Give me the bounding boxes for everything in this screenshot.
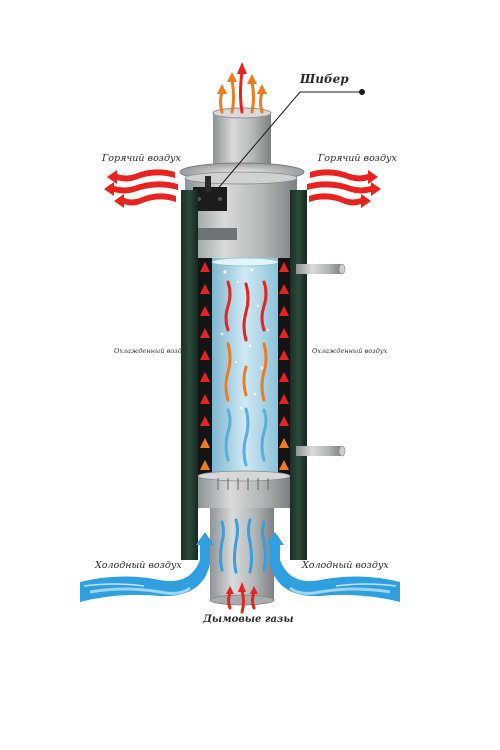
hot-air-arrows-left <box>104 169 178 208</box>
outer-shell-right <box>290 190 307 560</box>
lower-side-pipe <box>296 446 342 456</box>
channel-arrows-right <box>279 262 289 470</box>
upper-pipe-end <box>338 263 346 275</box>
upper-slot <box>197 228 237 240</box>
top-pipe <box>213 113 271 171</box>
cold-air-wave-left <box>80 532 214 602</box>
damper-label: Шибер <box>300 72 349 86</box>
water-surface <box>211 257 279 267</box>
air-channel-left <box>198 258 212 476</box>
damper-leader-line <box>214 91 362 193</box>
cold-air-wave-right <box>266 532 400 602</box>
damper-plate <box>205 176 211 192</box>
lower-collar-edge <box>197 470 291 482</box>
collar-top-edge <box>184 171 298 185</box>
flue-gas-arrows <box>226 582 258 614</box>
upper-side-pipe <box>296 264 342 274</box>
hot-air-arrows-right <box>307 169 381 208</box>
grate <box>217 478 269 490</box>
exhaust-arrows-top <box>217 62 267 114</box>
cold-air-label-right: Холодный воздух <box>302 560 389 571</box>
channel-arrows-left <box>200 262 210 470</box>
cold-intake-arrows-center <box>219 518 267 574</box>
hot-air-label-right: Горячий воздух <box>318 153 397 164</box>
lower-pipe-end <box>338 445 346 457</box>
damper-leader-dot <box>359 89 365 95</box>
tank-flow-arrows <box>224 280 268 467</box>
outer-shell-left <box>181 190 198 560</box>
cold-air-label-left: Холодный воздух <box>95 560 182 571</box>
flue-gases-label: Дымовые газы <box>203 614 294 625</box>
cooled-air-label-right: Охлажденный воздух <box>312 347 388 355</box>
damper-bolt <box>218 197 222 201</box>
hot-air-label-left: Горячий воздух <box>102 153 181 164</box>
cooled-air-label-left: Охлажденный воздух <box>114 347 190 355</box>
